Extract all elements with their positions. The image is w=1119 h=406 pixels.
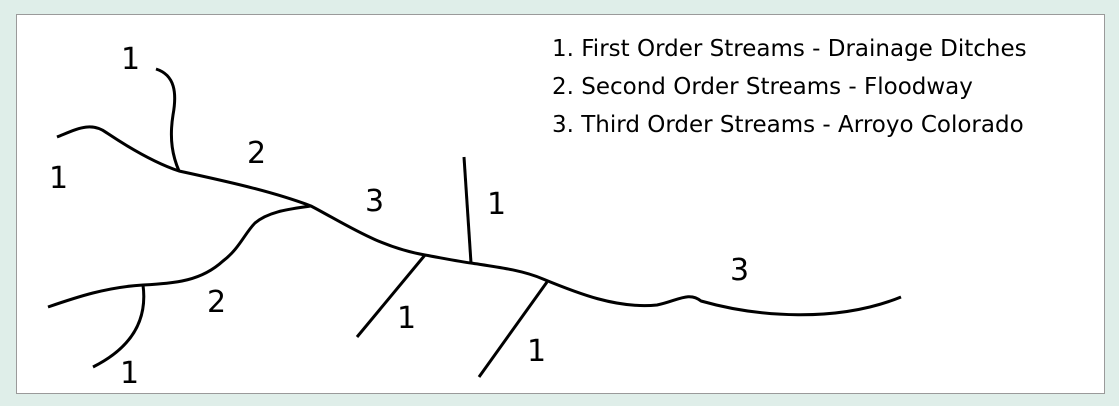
first-order-bottom-left-stream [92, 284, 146, 369]
third-order-right-label: 3 [730, 253, 749, 288]
first-order-top-stream [155, 67, 181, 172]
legend-item-1: 1. First Order Streams - Drainage Ditche… [552, 36, 1027, 62]
legend-item-3: 3. Third Order Streams - Arroyo Colorado [552, 112, 1024, 138]
main-stream-line [56, 125, 902, 317]
third-order-middle-label: 3 [365, 184, 384, 219]
second-order-lower-label: 2 [207, 285, 226, 320]
diagram-panel: 1 1 2 3 1 3 2 1 1 1 1. First Order Strea… [16, 14, 1105, 394]
second-order-lower-stream [47, 204, 312, 309]
first-order-mid-branch-label: 1 [397, 301, 416, 336]
legend-item-2: 2. Second Order Streams - Floodway [552, 74, 973, 100]
first-order-vertical-stream [462, 156, 473, 264]
first-order-right-branch-stream [477, 281, 549, 378]
stream-order-diagram: 1 1 2 3 1 3 2 1 1 1 1. First Order Strea… [47, 36, 1027, 391]
second-order-upper-label: 2 [247, 136, 266, 171]
first-order-right-branch-label: 1 [527, 334, 546, 369]
first-order-top-label: 1 [121, 42, 140, 77]
first-order-mid-branch-stream [355, 254, 427, 338]
first-order-vertical-label: 1 [487, 187, 506, 222]
first-order-left-label: 1 [49, 161, 68, 196]
first-order-bottom-left-label: 1 [120, 356, 139, 391]
